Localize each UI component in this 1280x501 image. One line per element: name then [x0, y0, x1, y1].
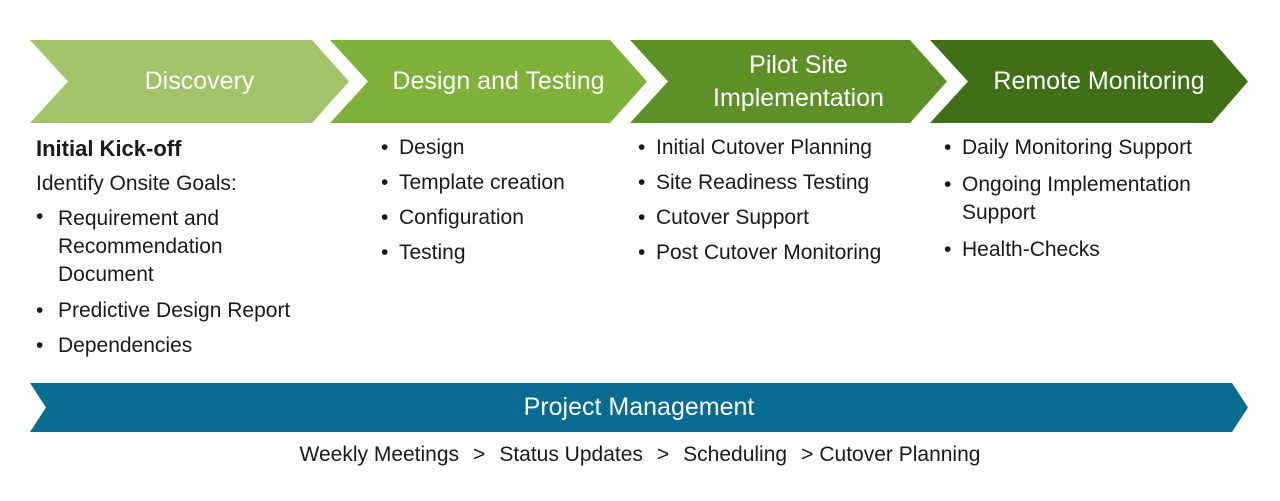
list-item: Configuration	[381, 206, 621, 230]
phase-pilot-title: Pilot Site Implementation	[713, 50, 884, 112]
pilot-details: Initial Cutover Planning Site Readiness …	[638, 136, 928, 276]
list-item: Site Readiness Testing	[638, 171, 928, 195]
phase-remote-monitoring-title: Remote Monitoring	[993, 67, 1205, 95]
discovery-list: Requirement and Recommendation Document …	[36, 205, 336, 358]
step-cutover-planning: Cutover Planning	[819, 443, 981, 466]
phase-remote-monitoring-chevron: Remote Monitoring	[930, 40, 1248, 123]
remote-monitoring-list: Daily Monitoring Support Ongoing Impleme…	[944, 136, 1244, 262]
step-status-updates: Status Updates	[499, 443, 643, 466]
step-separator: >	[473, 443, 486, 466]
list-item: Testing	[381, 241, 621, 265]
project-management-steps: Weekly Meetings > Status Updates > Schedulin…	[0, 441, 1280, 469]
phase-design-testing-chevron: Design and Testing	[330, 40, 647, 123]
list-item: Health-Checks	[944, 238, 1244, 262]
pilot-list: Initial Cutover Planning Site Readiness …	[638, 136, 928, 265]
design-testing-list: Design Template creation Configuration T…	[381, 136, 621, 265]
list-item: Dependencies	[36, 334, 336, 358]
phase-design-testing-title: Design and Testing	[392, 67, 605, 95]
project-management-bar: Project Management	[30, 383, 1248, 432]
phase-pilot-chevron: Pilot Site Implementation	[630, 40, 947, 123]
list-item: Cutover Support	[638, 206, 928, 230]
discovery-subheading: Identify Onsite Goals:	[36, 172, 237, 195]
list-item-text: Requirement and Recommendation Document	[58, 207, 223, 286]
step-scheduling: Scheduling	[683, 443, 788, 466]
step-separator: >	[656, 443, 670, 466]
discovery-details: Initial Kick-off Identify Onsite Goals: …	[36, 136, 336, 369]
phase-discovery-chevron: Discovery	[30, 40, 349, 123]
phase-discovery-title: Discovery	[144, 67, 255, 95]
discovery-heading: Initial Kick-off	[36, 136, 182, 161]
list-item: Template creation	[381, 171, 621, 195]
step-weekly-meetings: Weekly Meetings	[299, 443, 460, 466]
list-item: Requirement and Recommendation Document	[36, 205, 336, 289]
list-item-text: Dependencies	[58, 334, 193, 357]
design-testing-details: Design Template creation Configuration T…	[381, 136, 621, 276]
list-item: Predictive Design Report	[36, 299, 336, 323]
list-item: Ongoing Implementation Support	[944, 171, 1232, 227]
list-item: Daily Monitoring Support	[944, 136, 1244, 160]
list-item-text: Predictive Design Report	[58, 299, 291, 322]
list-item: Post Cutover Monitoring	[638, 241, 928, 265]
project-management-title: Project Management	[523, 393, 755, 421]
list-item: Initial Cutover Planning	[638, 136, 928, 160]
step-separator: >	[801, 443, 814, 466]
remote-monitoring-details: Daily Monitoring Support Ongoing Impleme…	[944, 136, 1244, 273]
list-item: Design	[381, 136, 621, 160]
